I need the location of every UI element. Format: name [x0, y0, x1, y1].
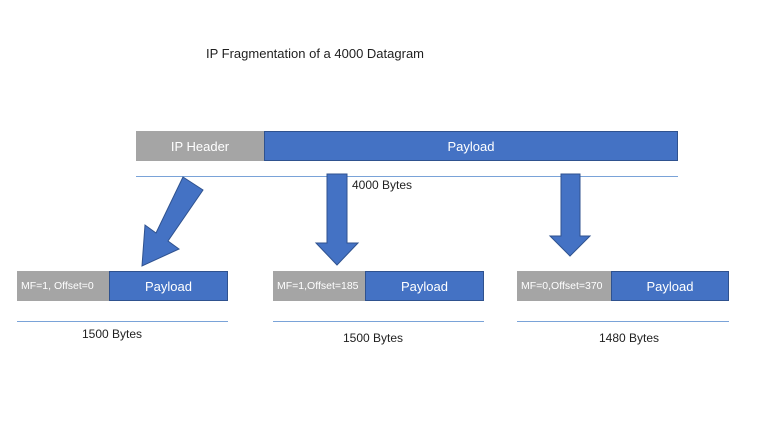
arrow-to-fragment-3 [548, 173, 592, 257]
fragment-3-header: MF=0,Offset=370 [517, 271, 611, 301]
fragment-1-header: MF=1, Offset=0 [17, 271, 109, 301]
original-payload: Payload [264, 131, 678, 161]
arrow-to-fragment-1 [141, 176, 204, 267]
fragment-2-size-label: 1500 Bytes [343, 331, 404, 345]
fragment-1-size-line [17, 321, 228, 322]
diagram-title: IP Fragmentation of a 4000 Datagram [206, 46, 424, 61]
fragment-2-payload: Payload [365, 271, 484, 301]
fragment-3-payload: Payload [611, 271, 729, 301]
arrow-to-fragment-2 [314, 173, 360, 266]
fragment-3-size-label: 1480 Bytes [599, 331, 660, 345]
fragment-1-size-label: 1500 Bytes [82, 327, 143, 341]
fragment-1-payload: Payload [109, 271, 228, 301]
original-ip-header: IP Header [136, 131, 264, 161]
fragment-2-header: MF=1,Offset=185 [273, 271, 365, 301]
fragment-2-size-line [273, 321, 484, 322]
fragment-3-size-line [517, 321, 729, 322]
original-size-line [136, 176, 678, 177]
original-size-label: 4000 Bytes [352, 178, 413, 192]
